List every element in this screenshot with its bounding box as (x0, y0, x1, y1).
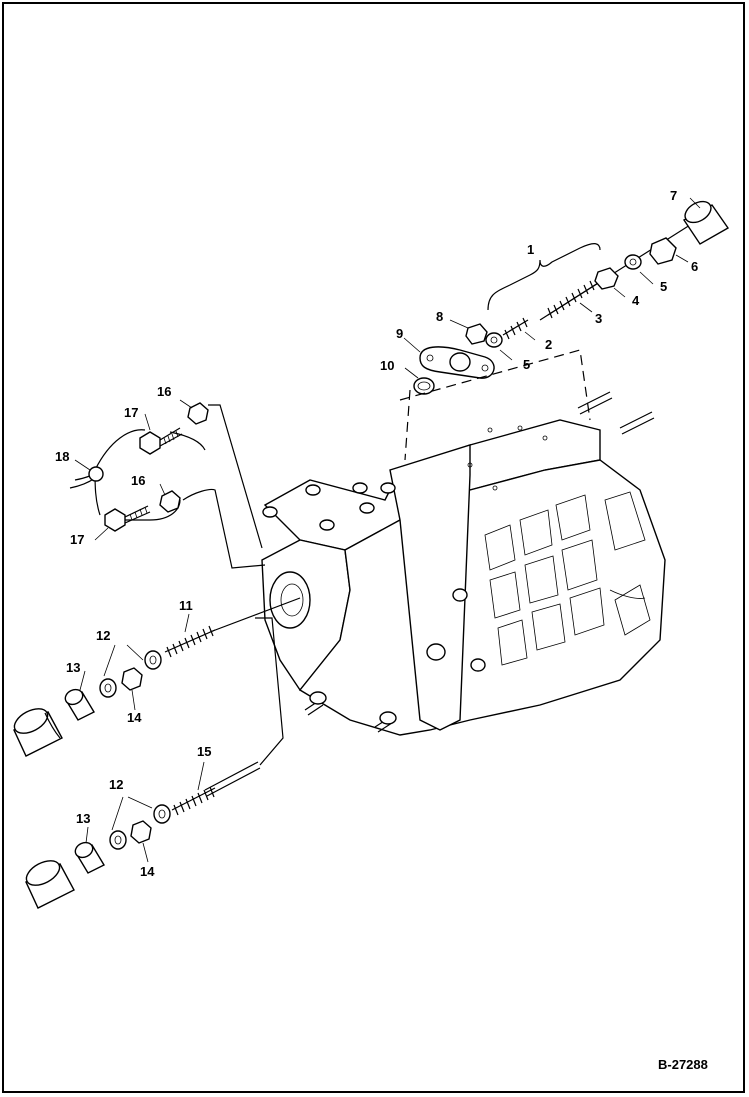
callout-16-upper: 16 (157, 384, 171, 399)
callout-15: 15 (197, 744, 211, 759)
callout-5-right: 5 (660, 279, 667, 294)
callout-10: 10 (380, 358, 394, 373)
callout-13-lower: 13 (76, 811, 90, 826)
callout-17-lower: 17 (70, 532, 84, 547)
callout-14-lower: 14 (140, 864, 155, 879)
callout-leaders (74, 197, 701, 863)
callout-18: 18 (55, 449, 69, 464)
pump-housing (261, 391, 666, 736)
middle-adjuster-assembly (13, 597, 301, 757)
callout-16-lower: 16 (131, 473, 145, 488)
wire-and-bolts (69, 402, 266, 569)
callout-1: 1 (527, 242, 534, 257)
callout-12-upper: 12 (96, 628, 110, 643)
callout-14-upper: 14 (127, 710, 142, 725)
callout-6: 6 (691, 259, 698, 274)
callout-13-upper: 13 (66, 660, 80, 675)
callout-5-left: 5 (523, 357, 530, 372)
lower-adjuster-assembly (25, 617, 284, 909)
callout-7: 7 (670, 188, 677, 203)
callout-17-upper: 17 (124, 405, 138, 420)
callout-9: 9 (396, 326, 403, 341)
figure-reference: B-27288 (658, 1057, 708, 1072)
callout-labels: 1 2 3 4 5 5 6 7 8 9 10 11 12 13 14 15 12… (55, 188, 698, 879)
callout-11: 11 (179, 598, 193, 613)
callout-3: 3 (595, 311, 602, 326)
upper-adjuster-assembly (413, 200, 730, 395)
callout-2: 2 (545, 337, 552, 352)
callout-12-lower: 12 (109, 777, 123, 792)
callout-8: 8 (436, 309, 443, 324)
callout-4: 4 (632, 293, 640, 308)
